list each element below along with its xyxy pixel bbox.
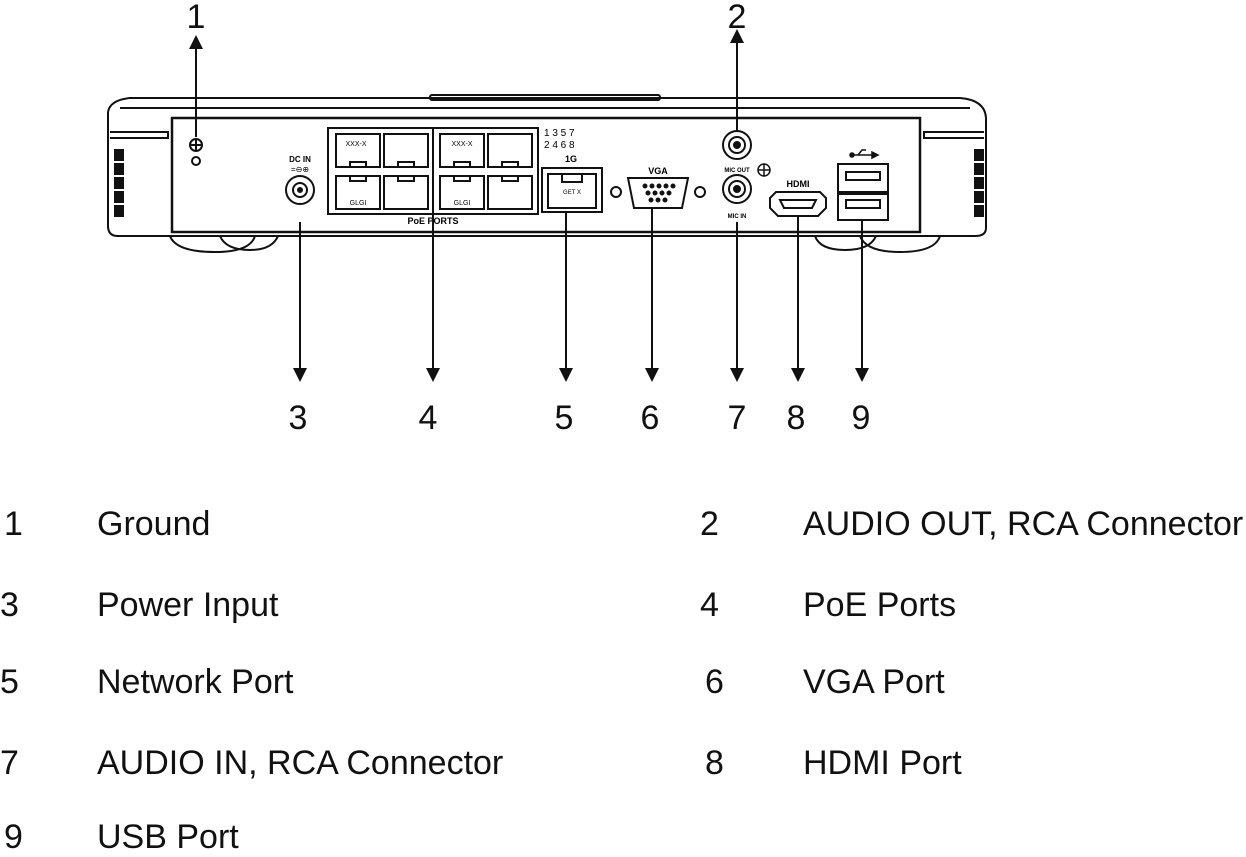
legend-number: 2 <box>700 505 719 543</box>
legend-number: 9 <box>4 818 23 856</box>
usb-symbol-icon <box>849 149 880 160</box>
network-port <box>541 167 603 213</box>
callout-number-9: 9 <box>851 399 871 437</box>
legend-text: Power Input <box>97 586 279 624</box>
nvr-rear-panel-diagram: DC IN =⊖⊕ XXX-X XXX-X GLGI GLGI PoE PORT… <box>107 29 987 382</box>
dc-power-jack <box>285 175 315 205</box>
legend-text: PoE Ports <box>803 586 957 624</box>
callout-number-5: 5 <box>554 399 574 437</box>
legend-number: 8 <box>705 744 724 782</box>
callout-number-6: 6 <box>640 399 660 437</box>
legend-number: 5 <box>0 663 19 701</box>
legend-text: Ground <box>97 505 211 543</box>
legend-text: AUDIO OUT, RCA Connector <box>803 505 1244 543</box>
callout-number-7: 7 <box>727 399 747 437</box>
usb-ports <box>837 163 889 221</box>
dc-symbol-label: =⊖⊕ <box>291 165 309 174</box>
legend-number: 1 <box>4 505 23 543</box>
legend-number: 6 <box>705 663 724 701</box>
legend-text: Network Port <box>97 663 294 701</box>
callout-number-2: 2 <box>727 0 747 36</box>
network-speed-label: 1G <box>565 154 577 164</box>
poe-bottom-right-label: GLGI <box>454 200 471 207</box>
callout-number-8: 8 <box>786 399 806 437</box>
ground-screw <box>189 138 203 166</box>
legend-text: VGA Port <box>803 663 945 701</box>
audio-in-connector <box>722 174 752 204</box>
vga-label: VGA <box>648 166 668 176</box>
left-vents <box>110 131 169 217</box>
device-chassis <box>107 94 987 254</box>
legend-number: 3 <box>0 586 19 624</box>
audio-out-connector <box>722 130 752 160</box>
callout-lines <box>189 29 869 382</box>
port-map-top: 1 3 5 7 <box>544 128 575 139</box>
mic-in-label: MIC IN <box>728 214 747 220</box>
hdmi-port <box>769 191 827 217</box>
hdmi-label: HDMI <box>787 179 810 189</box>
network-port-text: GET X <box>563 190 581 196</box>
poe-top-left-label: XXX-X <box>345 141 366 148</box>
ground-symbol-icon <box>757 163 771 177</box>
poe-bottom-left-label: GLGI <box>350 200 367 207</box>
mic-out-label: MIC OUT <box>724 168 750 174</box>
callout-number-3: 3 <box>288 399 308 437</box>
legend-number: 4 <box>700 586 719 624</box>
dc-in-label: DC IN <box>289 155 311 164</box>
legend-text: AUDIO IN, RCA Connector <box>97 744 504 782</box>
callout-number-1: 1 <box>186 0 206 36</box>
right-vents <box>923 131 984 217</box>
vga-port <box>610 177 706 209</box>
poe-port-block <box>327 127 539 215</box>
legend-number: 7 <box>0 744 19 782</box>
legend-text: USB Port <box>97 818 239 856</box>
poe-top-right-label: XXX-X <box>451 141 472 148</box>
legend-text: HDMI Port <box>803 744 962 782</box>
callout-number-4: 4 <box>418 399 438 437</box>
port-map-bottom: 2 4 6 8 <box>544 140 575 151</box>
